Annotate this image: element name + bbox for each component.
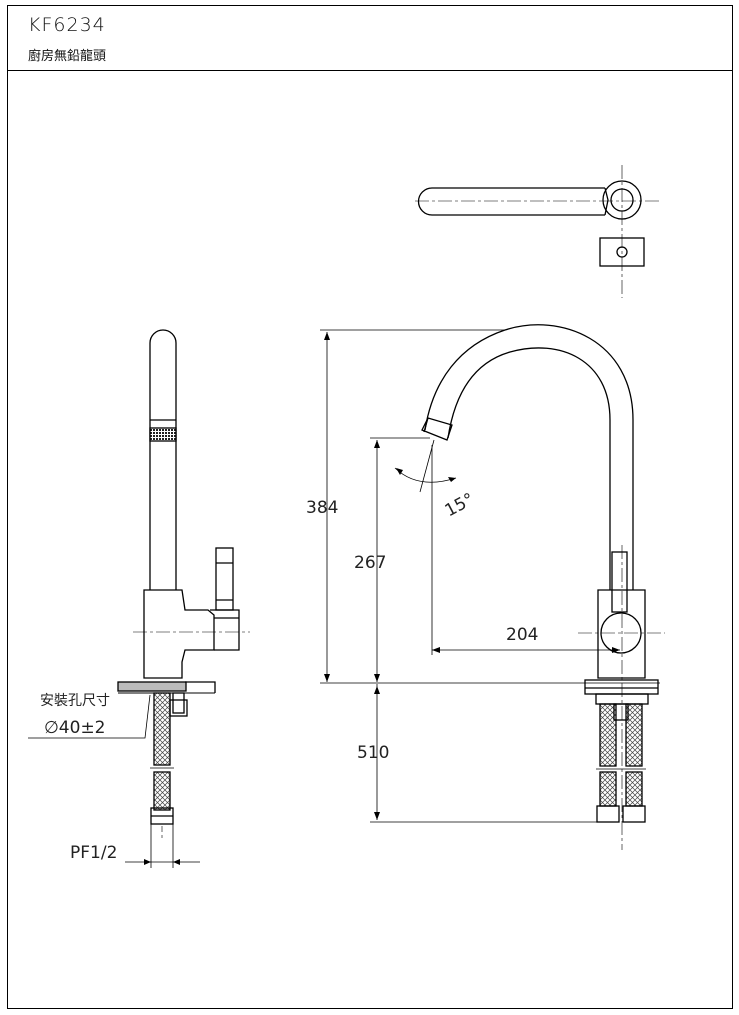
dim-total-height: 384 xyxy=(306,498,338,518)
dim-hose-length: 510 xyxy=(357,743,389,763)
front-view xyxy=(421,324,665,850)
dim-swivel-angle: 15° xyxy=(442,489,478,521)
front-view-hose-right-lower xyxy=(625,771,643,807)
front-view-hose-left-lower xyxy=(599,771,617,807)
dim-spout-reach: 204 xyxy=(506,625,538,645)
hole-size-value: ∅40±2 xyxy=(44,718,106,738)
side-view-deck-plate xyxy=(117,681,187,692)
title-divider xyxy=(7,70,733,71)
side-view-aerator xyxy=(149,427,177,442)
top-view-spout xyxy=(417,187,605,216)
hole-size-label: 安裝孔尺寸 xyxy=(40,693,110,709)
side-view-handle xyxy=(215,547,234,611)
product-name: 廚房無鉛龍頭 xyxy=(28,49,107,64)
dimension-lines xyxy=(320,329,660,823)
front-view-nozzle xyxy=(421,417,453,441)
thread-size-label: PF1/2 xyxy=(70,843,117,863)
front-view-handle xyxy=(611,551,628,613)
side-view-cartridge xyxy=(210,609,240,651)
dim-spout-height: 267 xyxy=(354,553,386,573)
front-view-body xyxy=(597,589,646,679)
front-view-hose-left-upper xyxy=(599,703,617,767)
side-view-hose-upper xyxy=(153,692,171,766)
side-view-hose-lower xyxy=(153,771,171,811)
side-view-body xyxy=(143,589,215,679)
model-number: KF6234 xyxy=(28,14,106,36)
side-view-spout-tube xyxy=(149,329,177,590)
front-view-hose-right-upper xyxy=(625,703,643,767)
front-view-gooseneck-inner xyxy=(447,347,611,590)
drawing-frame xyxy=(7,5,733,1009)
front-view-gooseneck-outer xyxy=(424,324,634,590)
front-view-deck-plate xyxy=(584,679,659,695)
top-view xyxy=(415,165,660,298)
side-view xyxy=(28,329,250,868)
